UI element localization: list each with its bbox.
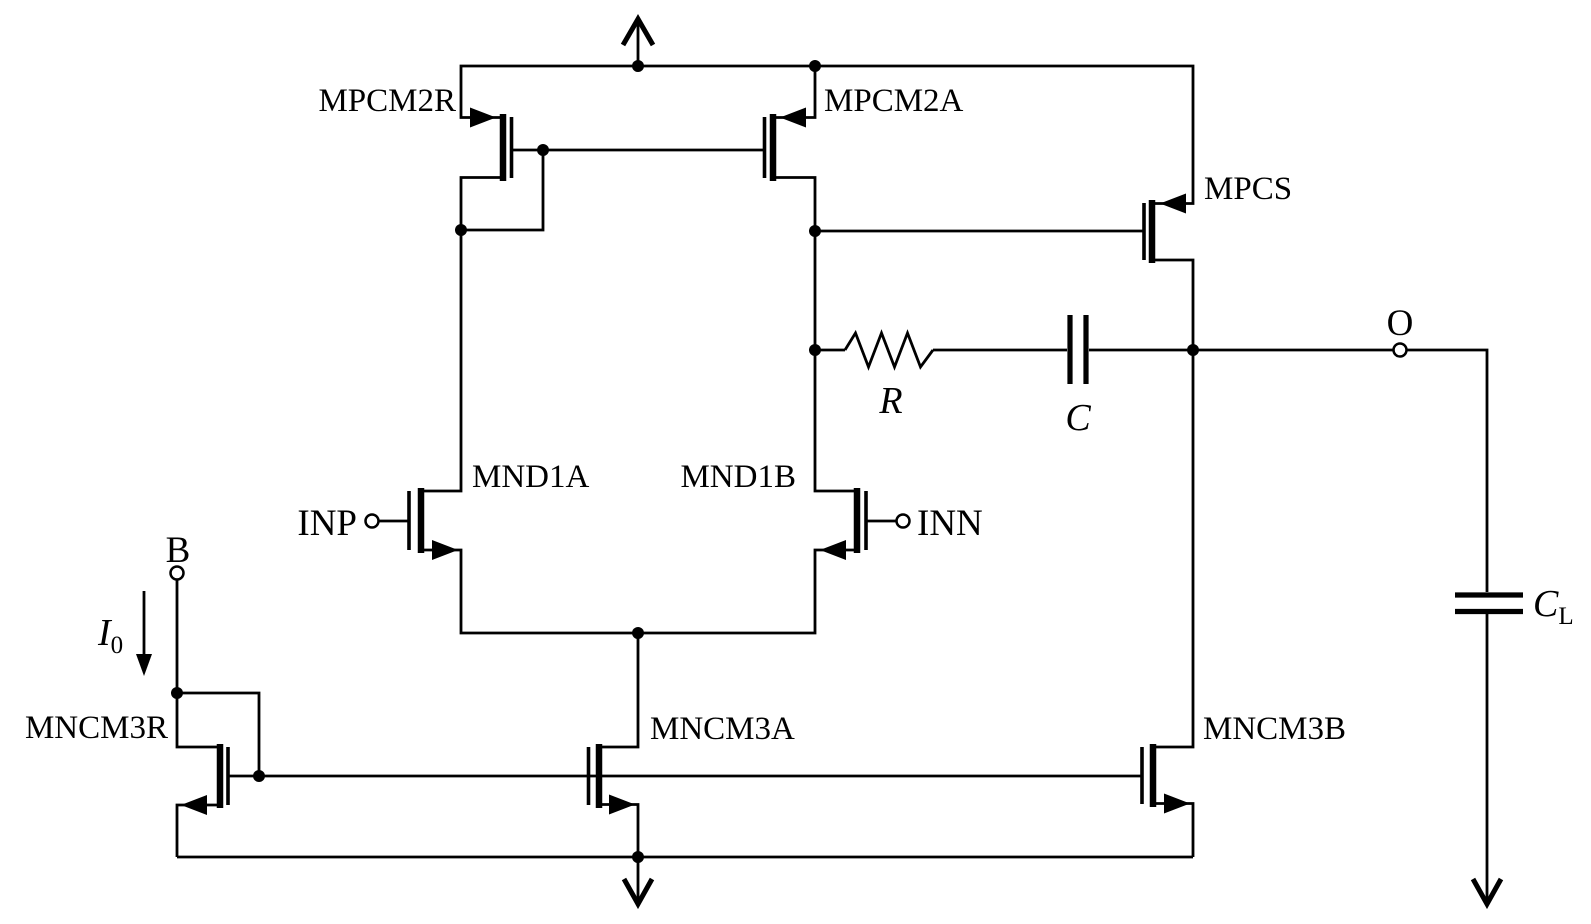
wire-mncm3a-source bbox=[602, 803, 640, 857]
junction-dot bbox=[632, 627, 644, 639]
mncm3b-source-arrow-icon bbox=[1164, 793, 1190, 814]
label-o: O bbox=[1387, 303, 1414, 344]
terminal-b: B bbox=[166, 530, 191, 581]
label-r: R bbox=[878, 380, 902, 422]
transistor-mpcs: MPCS bbox=[1142, 171, 1292, 263]
label-i0: I0 bbox=[97, 612, 123, 659]
wire-left-branch bbox=[421, 176, 500, 493]
mpcs-source-arrow-icon bbox=[1160, 193, 1186, 214]
o-terminal-circle bbox=[1392, 342, 1408, 358]
bias-current-i0: I0 bbox=[97, 591, 152, 676]
vdd-up-arrow-icon bbox=[620, 13, 656, 47]
wire-o-to-load bbox=[1406, 348, 1489, 592]
inn-terminal-circle bbox=[895, 513, 911, 529]
junction-dot bbox=[809, 60, 821, 72]
junction-dot bbox=[537, 144, 549, 156]
label-b: B bbox=[166, 530, 191, 571]
label-mncm3a: MNCM3A bbox=[650, 711, 795, 747]
wire-output-branch bbox=[1155, 258, 1195, 749]
wire-mpcm2r-diode-tie bbox=[461, 150, 545, 232]
inp-terminal-circle bbox=[364, 513, 380, 529]
wire-mncm3r-source bbox=[175, 803, 218, 857]
wire-mncm3b-source bbox=[1156, 802, 1195, 857]
ground-symbol-center bbox=[621, 857, 655, 910]
label-mpcm2a: MPCM2A bbox=[824, 83, 964, 119]
resistor-r: R bbox=[878, 380, 902, 422]
label-mpcs: MPCS bbox=[1204, 171, 1292, 207]
transistor-mncm3a: MNCM3A bbox=[586, 711, 795, 815]
vdd-symbol bbox=[620, 13, 656, 66]
terminal-o: O bbox=[1387, 303, 1414, 358]
junction-dot bbox=[253, 770, 265, 782]
transistor-mnd1a: MND1A bbox=[407, 459, 590, 560]
mnd1b-source-arrow-icon bbox=[820, 540, 846, 560]
capacitor-cl: CL bbox=[1455, 583, 1574, 630]
mnd1a-source-arrow-icon bbox=[432, 540, 458, 560]
terminal-inn: INN bbox=[895, 503, 983, 544]
wire-vdd-rail bbox=[459, 64, 1195, 205]
transistor-mncm3b: MNCM3B bbox=[1140, 711, 1346, 814]
wire-right-branch bbox=[773, 176, 857, 493]
wire-mncm3r-diode-tie bbox=[177, 691, 261, 776]
ground-symbol-right bbox=[1470, 877, 1504, 910]
label-mnd1a: MND1A bbox=[472, 459, 590, 495]
capacitor-c: C bbox=[1065, 315, 1091, 439]
b-terminal-circle bbox=[169, 565, 185, 581]
label-cl: CL bbox=[1533, 583, 1574, 630]
mpcm2a-source-arrow-icon bbox=[780, 107, 806, 128]
mpcm2r-source-arrow-icon bbox=[470, 107, 496, 128]
label-mpcm2r: MPCM2R bbox=[318, 83, 456, 119]
transistor-mnd1b: MND1B bbox=[680, 459, 868, 560]
mncm3a-source-arrow-icon bbox=[609, 794, 635, 815]
wire-mpcm2a-source bbox=[773, 66, 817, 119]
resistor-zigzag bbox=[843, 329, 935, 371]
transistor-mpcm2a: MPCM2A bbox=[762, 83, 964, 181]
ground-down-arrow-icon bbox=[621, 877, 655, 910]
label-mnd1b: MND1B bbox=[680, 459, 796, 495]
label-inn: INN bbox=[917, 503, 983, 544]
wire-b-node bbox=[175, 580, 218, 749]
label-mncm3b: MNCM3B bbox=[1203, 711, 1346, 747]
wire-mncm3a-drain bbox=[602, 633, 640, 749]
label-c: C bbox=[1065, 397, 1091, 439]
junction-dot bbox=[632, 60, 644, 72]
label-inp: INP bbox=[297, 503, 357, 544]
junction-dot bbox=[809, 225, 821, 237]
junction-dot bbox=[1187, 344, 1199, 356]
junction-dot bbox=[809, 344, 821, 356]
junction-dot bbox=[171, 687, 183, 699]
junction-dot bbox=[455, 224, 467, 236]
mncm3r-source-arrow-icon bbox=[181, 795, 207, 815]
transistor-mncm3r: MNCM3R bbox=[25, 710, 230, 815]
ground-down-arrow-icon bbox=[1470, 877, 1504, 910]
label-mncm3r: MNCM3R bbox=[25, 710, 168, 746]
terminal-inp: INP bbox=[297, 503, 380, 544]
junction-dot bbox=[632, 851, 644, 863]
wire-tail bbox=[421, 548, 857, 635]
transistor-mpcm2r: MPCM2R bbox=[318, 83, 514, 181]
junction-dots bbox=[171, 60, 1199, 863]
current-arrow-icon bbox=[136, 654, 152, 676]
